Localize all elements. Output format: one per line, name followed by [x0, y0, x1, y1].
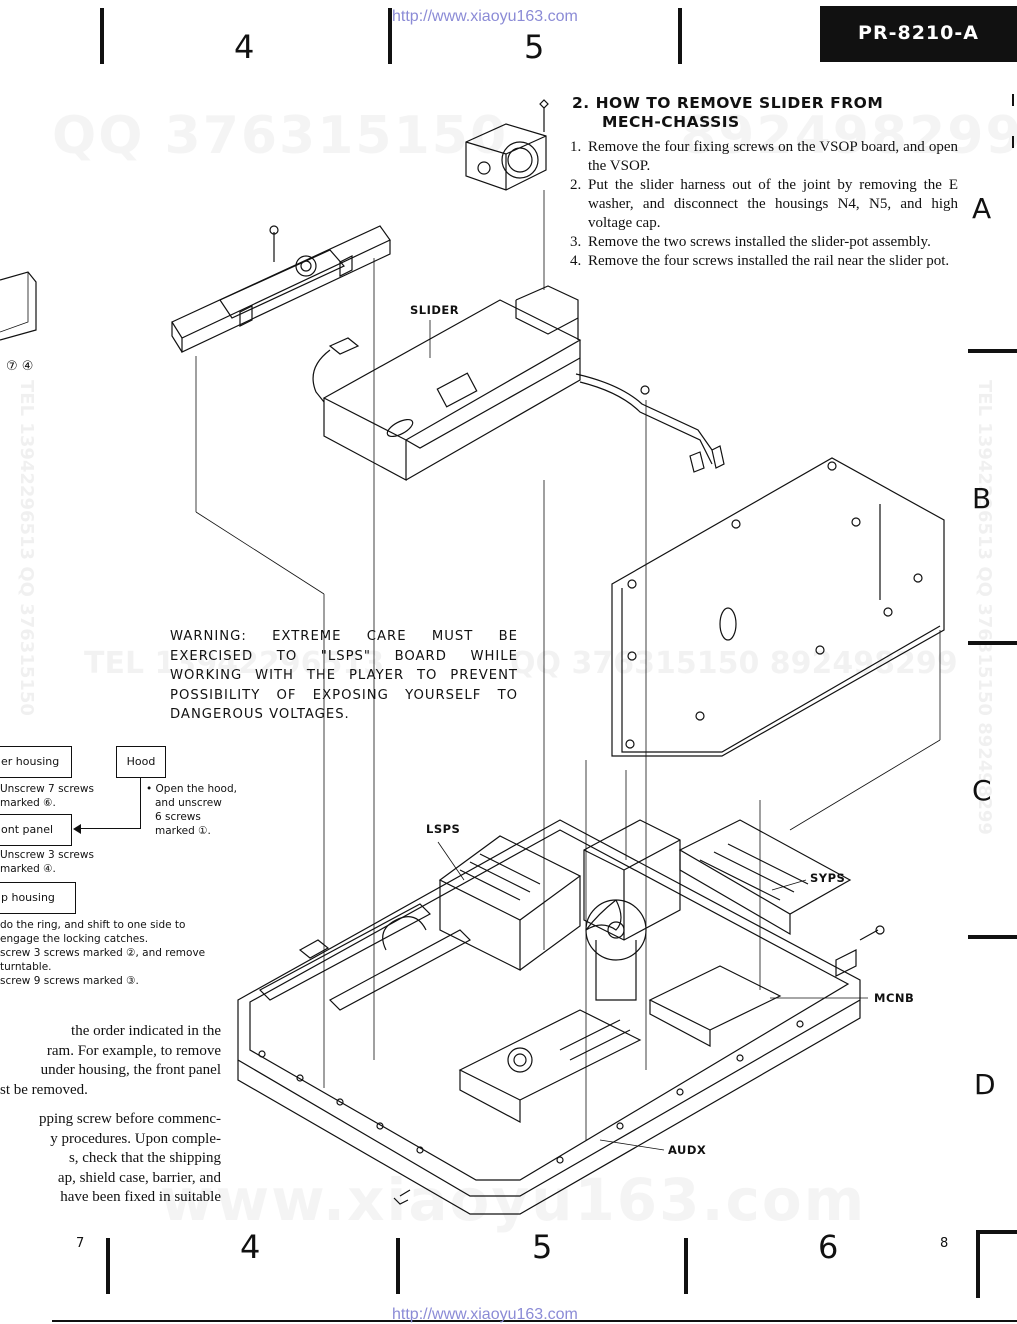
arrow-head [73, 824, 81, 834]
watermark-vertical-right: TEL 13942296513 QQ 376315150 892498299 [974, 380, 995, 835]
watermark-tel-mid: QQ 376315150 892498299 [510, 646, 958, 681]
watermark-qq: QQ 376315150 [52, 106, 508, 166]
row-divider-cd [968, 935, 1017, 939]
label-slider: SLIDER [410, 303, 460, 317]
slider-block [312, 285, 725, 482]
section-title: 2. HOW TO REMOVE SLIDER FROM MECH-CHASSI… [572, 94, 962, 132]
box-top-housing-label: p housing [1, 891, 55, 904]
rail-assembly [171, 225, 391, 353]
watermark-url-bottom: http://www.xiaoyu163.com [392, 1306, 578, 1323]
left-fig-fragment [0, 271, 37, 341]
step-item: 4.Remove the four screws installed the r… [570, 253, 950, 269]
shipping-paragraph: pping screw before commenc- y procedures… [38, 1111, 221, 1205]
row-letter-d: D [974, 1068, 996, 1101]
page-number-left: 7 [76, 1236, 85, 1251]
box-front-panel-label: ont panel [1, 823, 54, 836]
label-audx: AUDX [668, 1143, 707, 1157]
row-divider-ab [968, 349, 1017, 353]
label-lsps: LSPS [426, 822, 461, 836]
row-divider-bc [968, 641, 1017, 645]
row-letter-c: C [972, 774, 992, 807]
hood-connector-h [80, 828, 141, 829]
grid-bar-bottom-2 [396, 1238, 400, 1294]
hood-note: • Open the hood, and unscrew 6 screws ma… [146, 783, 237, 837]
column-number-top-5: 5 [524, 28, 545, 66]
row-letter-b: B [972, 482, 992, 515]
grid-bar-bottom-3 [684, 1238, 688, 1294]
vsop-board [611, 457, 945, 757]
page-number-right: 8 [940, 1236, 949, 1251]
edge-tick-top2 [1012, 136, 1014, 148]
model-badge: PR-8210-A [820, 6, 1017, 62]
row-letter-a: A [972, 192, 992, 225]
warning-text: WARNING: EXTREME CARE MUST BE EXERCISED … [170, 629, 518, 722]
watermark-url-top: http://www.xiaoyu163.com [392, 8, 578, 25]
box-under-housing: er housing [0, 746, 72, 778]
step-list: 1.Remove the four fixing screws on the V… [570, 138, 958, 271]
grid-bar-top-1 [100, 8, 104, 64]
grid-bar-bottom-1 [106, 1238, 110, 1294]
grid-bar-top-3 [678, 8, 682, 64]
column-number-bottom-6: 6 [818, 1228, 839, 1266]
column-number-bottom-4: 4 [240, 1228, 261, 1266]
step-item: 2.Put the slider harness out of the join… [570, 177, 958, 231]
corner-mark [976, 1230, 1017, 1298]
gear-assembly [465, 99, 549, 191]
box-under-housing-label: er housing [1, 755, 60, 768]
box-front-panel: ont panel [0, 814, 72, 846]
box-hood-label: Hood [126, 755, 156, 768]
watermark-bottom: www.xiaoyu163.com [160, 1166, 866, 1234]
unscrew7-note: Unscrew 7 screws marked ⑥. [0, 783, 94, 809]
step-item: 3.Remove the two screws installed the sl… [570, 234, 931, 250]
grid-bar-top-2 [388, 8, 392, 64]
watermark-vertical-left: TEL 13942296513 QQ 376315150 [16, 380, 37, 716]
main-chassis [237, 819, 885, 1215]
label-syps: SYPS [810, 871, 846, 885]
guide-lines [195, 190, 941, 1151]
hood-connector-v [140, 777, 141, 829]
order-paragraph: the order indicated in the ram. For exam… [0, 1023, 221, 1098]
column-number-top-4: 4 [234, 28, 255, 66]
box-top-housing: p housing [0, 882, 76, 914]
unscrew3-note: Unscrew 3 screws marked ④. [0, 849, 94, 875]
ring-notes: do the ring, and shift to one side to en… [0, 919, 206, 987]
step-item: 1.Remove the four fixing screws on the V… [570, 139, 958, 174]
watermark-qq-right: 892498299 [680, 106, 1017, 166]
label-mcnb: MCNB [874, 991, 915, 1005]
section-title-line2: MECH-CHASSIS [602, 113, 740, 131]
fig-marks: ⑦ ④ [6, 359, 34, 374]
footer-rule [52, 1320, 1017, 1322]
watermark-tel: TEL 13942296513 [84, 646, 385, 681]
edge-tick-top [1012, 94, 1014, 106]
column-number-bottom-5: 5 [532, 1228, 553, 1266]
box-hood: Hood [116, 746, 166, 778]
section-title-line1: 2. HOW TO REMOVE SLIDER FROM [572, 94, 884, 112]
